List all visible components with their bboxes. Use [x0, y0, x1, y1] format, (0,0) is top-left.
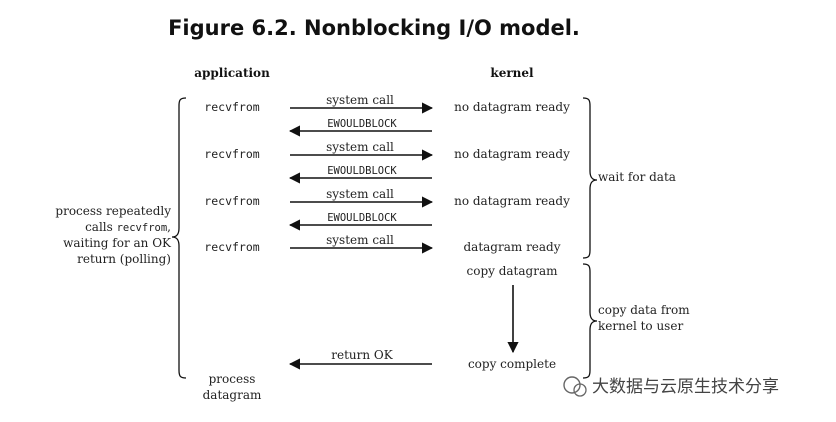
- system-call-label-4: system call: [326, 233, 394, 247]
- left-note-line4: return (polling): [77, 252, 171, 266]
- wait-for-data-note: wait for data: [598, 170, 676, 184]
- recvfrom-call-4: recvfrom: [204, 240, 259, 254]
- chat-bubble-icon: [563, 376, 587, 397]
- kernel-status-3: no datagram ready: [454, 194, 570, 208]
- figure-title: Figure 6.2. Nonblocking I/O model.: [168, 16, 580, 40]
- kernel-header: kernel: [490, 66, 534, 80]
- kernel-status-1: no datagram ready: [454, 100, 570, 114]
- copy-complete-label: copy complete: [468, 357, 556, 371]
- ewouldblock-label-1: EWOULDBLOCK: [327, 118, 397, 130]
- kernel-status-4: datagram ready: [463, 240, 560, 254]
- copy-note-line1: copy data from: [598, 303, 690, 317]
- process-label-line1: process: [209, 372, 256, 386]
- ewouldblock-label-2: EWOULDBLOCK: [327, 165, 397, 177]
- ewouldblock-label-3: EWOULDBLOCK: [327, 212, 397, 224]
- copy-note-line2: kernel to user: [598, 319, 683, 333]
- system-call-label-3: system call: [326, 187, 394, 201]
- recvfrom-call-2: recvfrom: [204, 147, 259, 161]
- left-note-line1: process repeatedly: [55, 204, 171, 218]
- return-ok-label: return OK: [331, 348, 394, 362]
- system-call-label-1: system call: [326, 93, 394, 107]
- left-note-line3: waiting for an OK: [63, 236, 172, 250]
- system-call-label-2: system call: [326, 140, 394, 154]
- recvfrom-call-3: recvfrom: [204, 194, 259, 208]
- left-note-line2: calls recvfrom,: [85, 220, 171, 234]
- watermark-text: 大数据与云原生技术分享: [592, 377, 779, 397]
- application-header: application: [194, 66, 270, 80]
- copy-datagram-label: copy datagram: [467, 264, 559, 278]
- left-brace: [171, 97, 187, 379]
- recvfrom-call-1: recvfrom: [204, 100, 259, 114]
- kernel-status-2: no datagram ready: [454, 147, 570, 161]
- process-label-line2: datagram: [203, 388, 262, 402]
- copy-brace: [582, 263, 598, 379]
- watermark: 大数据与云原生技术分享: [563, 376, 779, 397]
- wait-brace: [582, 97, 598, 259]
